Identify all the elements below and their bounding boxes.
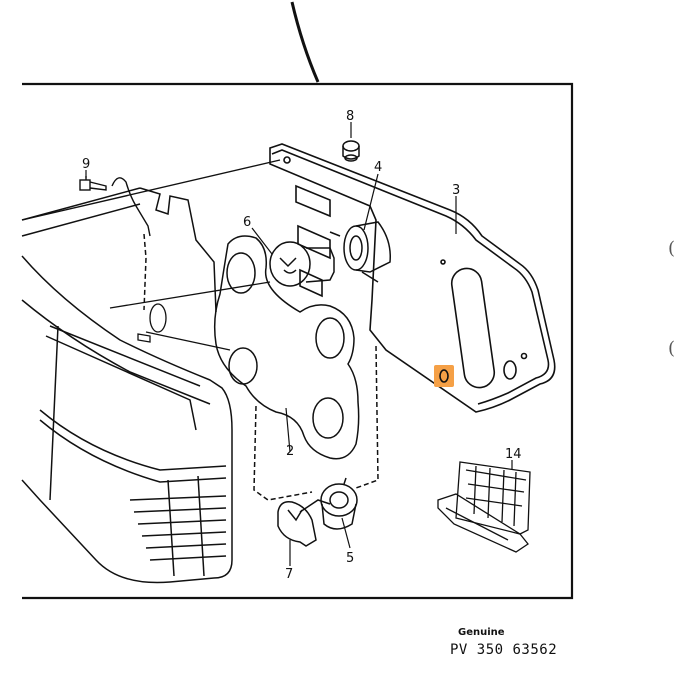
bulb-socket-part-4 xyxy=(329,221,391,283)
alignment-line-lower xyxy=(145,331,231,351)
nut-part-8 xyxy=(342,140,360,162)
mounting-plate xyxy=(269,143,556,413)
gasket xyxy=(213,235,360,460)
label-part-7: 7 xyxy=(285,567,293,582)
part-number: PV 350 63562 xyxy=(450,642,558,658)
margin-mark-upper: ( xyxy=(668,238,676,259)
label-part-8: 8 xyxy=(346,109,354,124)
leader-lines xyxy=(85,122,513,566)
highlight-marker xyxy=(434,365,454,387)
label-part-4: 4 xyxy=(374,160,382,175)
label-part-14: 14 xyxy=(505,447,522,462)
housing-screw xyxy=(137,303,167,343)
label-part-2: 2 xyxy=(286,444,294,459)
screw-part-9 xyxy=(79,176,107,191)
lamp-housing xyxy=(21,187,379,584)
bulb-part-6 xyxy=(269,241,335,287)
highlighted-screw-hole xyxy=(439,369,449,383)
label-part-9: 9 xyxy=(82,157,90,172)
diagram-frame xyxy=(22,82,574,600)
wire-clip xyxy=(111,177,151,237)
alignment-line-bulb xyxy=(109,281,271,309)
bulb-part-7 xyxy=(277,499,331,547)
label-part-5: 5 xyxy=(346,551,354,566)
bulb-socket-part-5 xyxy=(320,477,358,530)
margin-mark-lower: ( xyxy=(668,338,676,359)
label-part-3: 3 xyxy=(452,183,460,198)
pointer-line xyxy=(290,1,320,83)
brand-genuine: Genuine xyxy=(458,627,505,638)
connector-part-14 xyxy=(437,461,531,553)
alignment-line-top xyxy=(21,159,281,221)
label-part-6: 6 xyxy=(243,215,251,230)
